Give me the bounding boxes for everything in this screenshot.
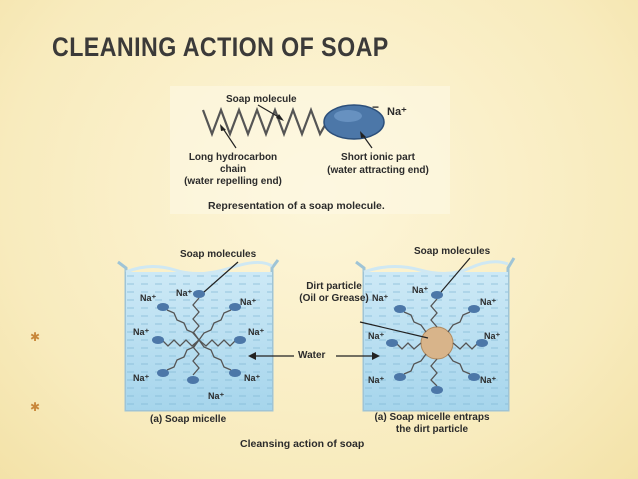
right-micelle [395,298,479,387]
chain-arrow [221,126,237,149]
right-caption-line1: (a) Soap micelle entraps [374,412,490,423]
arrow-head [248,352,256,360]
ion-label: Na⁺ [240,297,257,307]
ion-label: Na⁺ [480,375,497,385]
left-soap-molecules-label: Soap molecules [180,249,257,260]
cleansing-caption: Cleansing action of soap [240,438,365,450]
ion-label: Na⁺ [176,288,193,298]
left-micelle [161,297,237,376]
left-beaker-caption: (a) Soap micelle [150,414,227,425]
ion-label: Na⁺ [368,331,385,341]
right-beaker [355,257,516,412]
right-ionic-heads [386,291,488,394]
left-ionic-heads [152,290,246,384]
chain-label-line2: chain [219,164,247,175]
dirt-label-line1: Dirt particle [306,281,362,292]
star-icon: ✱ [30,330,41,344]
ionic-label-line1: Short ionic part [341,152,415,163]
ion-label: Na⁺ [244,373,261,383]
ion-label: Na⁺ [368,375,385,385]
ion-label: Na⁺ [248,327,265,337]
sodium-ion-label: Na⁺ [387,106,407,118]
molecule-backdrop [170,86,450,214]
dirt-arrow [359,321,429,339]
soap-molecule-label: Soap molecule [226,94,297,105]
right-soap-molecules-label: Soap molecules [414,246,491,257]
chain-label-line3: (water repelling end) [184,176,282,187]
chain-label-line1: Long hydrocarbon [188,152,278,163]
arrow-head [360,131,366,138]
hydrocarbon-chain [201,106,330,138]
arrow-head [372,352,380,360]
right-molecules-arrow [440,257,471,293]
arrow-head [276,114,284,121]
left-molecules-arrow [203,261,239,293]
ion-label: Na⁺ [133,327,150,337]
ion-label: Na⁺ [208,391,225,401]
ion-label: Na⁺ [140,293,157,303]
ion-label: Na⁺ [412,285,429,295]
ion-label: Na⁺ [484,331,501,341]
molecule-caption: Representation of a soap molecule. [208,200,385,212]
ionic-head-highlight [334,110,362,122]
ion-label: Na⁺ [480,297,497,307]
dirt-label-line2: (Oil or Grease) [299,293,369,304]
ion-label: Na⁺ [372,293,389,303]
star-icon: ✱ [30,400,41,414]
charge-minus: − [372,100,380,114]
slide-title: CLEANING ACTION OF SOAP [52,32,389,62]
arrow-head [220,124,226,131]
ion-label: Na⁺ [133,373,150,383]
ionic-label-line2: (water attracting end) [327,165,429,176]
water-label: Water [298,350,326,361]
left-beaker [117,259,280,412]
right-caption-line2: the dirt particle [395,424,469,435]
